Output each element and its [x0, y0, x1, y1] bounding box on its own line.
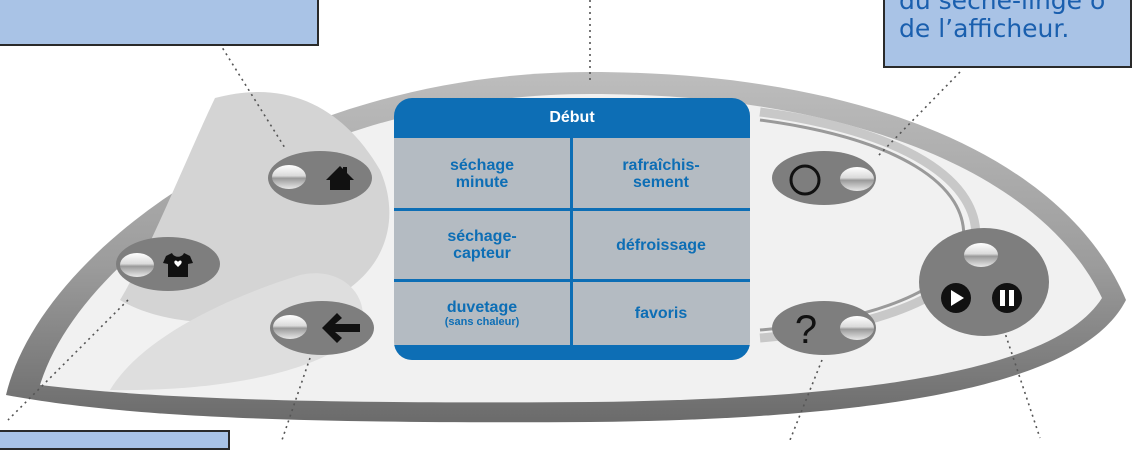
start-pause-button[interactable] [919, 228, 1049, 336]
grid-divider-vertical [570, 138, 573, 348]
power-circle-icon [789, 164, 821, 196]
menu-option-sechage-minute[interactable]: séchage minute [394, 140, 570, 208]
power-led [840, 167, 874, 191]
callout-text-line-2: de l’afficheur. [899, 14, 1070, 43]
grid-divider-horizontal-2 [394, 279, 750, 282]
display-header: Début [394, 98, 750, 138]
display-screen: Début séchage minute rafraîchis- sement … [394, 98, 750, 360]
leader-line-help [789, 359, 823, 440]
callout-box-top-right: du sèche-linge o de l’afficheur. [883, 0, 1132, 68]
display-footer [394, 345, 750, 360]
swoosh-band-lower [110, 273, 363, 391]
left-arrow-icon [322, 313, 360, 343]
option-label-line: minute [455, 174, 509, 191]
option-label-line: rafraîchis- [622, 157, 700, 174]
garment-led [120, 253, 154, 277]
option-label-line: sement [632, 174, 690, 191]
option-sublabel: (sans chaleur) [444, 315, 520, 328]
back-button[interactable] [270, 301, 374, 355]
pause-icon [992, 283, 1022, 313]
home-led [272, 165, 306, 189]
option-label-line: séchage [449, 157, 515, 174]
menu-option-defroissage[interactable]: défroissage [573, 211, 749, 279]
control-panel-diagram: ? [6, 0, 1126, 440]
garment-button[interactable] [116, 237, 220, 291]
leader-line-power [877, 71, 961, 157]
menu-option-rafraichissement[interactable]: rafraîchis- sement [573, 140, 749, 208]
question-icon: ? [795, 308, 817, 352]
leader-line-back [281, 357, 311, 440]
option-label-line: capteur [453, 245, 511, 262]
option-label-line: séchage- [447, 228, 517, 245]
callout-box-bottom-left [0, 430, 230, 450]
option-label-line: favoris [634, 305, 688, 322]
home-button[interactable] [268, 151, 372, 205]
power-button[interactable] [772, 151, 876, 205]
help-button[interactable]: ? [772, 301, 876, 355]
option-label-line: défroissage [616, 236, 706, 254]
menu-option-favoris[interactable]: favoris [573, 282, 749, 345]
leader-lines [7, 0, 1041, 440]
callout-box-top-left [0, 0, 319, 46]
tshirt-icon [163, 253, 193, 277]
option-label-line: duvetage [446, 298, 518, 316]
grid-divider-horizontal-1 [394, 208, 750, 211]
help-led [840, 316, 874, 340]
back-led [273, 315, 307, 339]
menu-option-duvetage[interactable]: duvetage (sans chaleur) [394, 282, 570, 345]
callout-text-line-1: du sèche-linge o [899, 0, 1106, 15]
play-icon [941, 283, 971, 313]
leader-line-garment [7, 299, 129, 421]
menu-option-sechage-capteur[interactable]: séchage- capteur [394, 211, 570, 279]
home-icon [326, 166, 354, 190]
start-led [964, 243, 998, 267]
